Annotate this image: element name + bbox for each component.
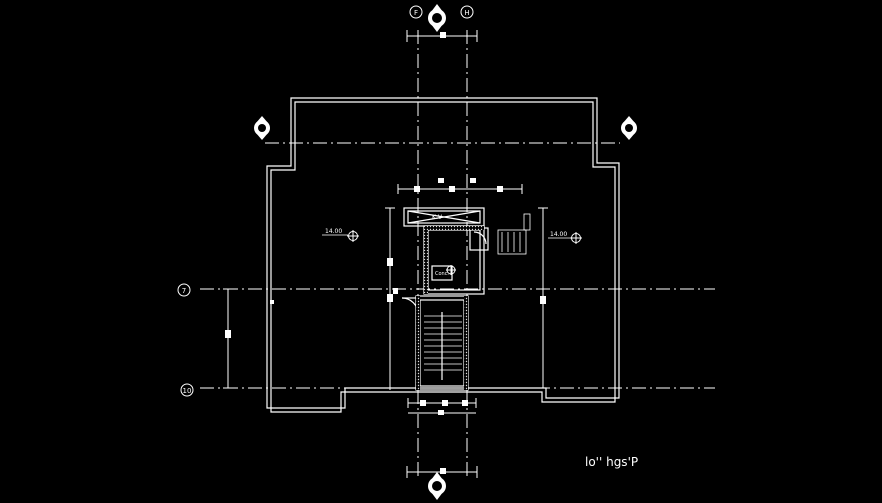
stairs	[424, 213, 531, 371]
wall-hatch-core-right	[464, 296, 468, 390]
section-marker-bottom	[428, 472, 446, 500]
shaft-label: K.V	[432, 214, 443, 221]
section-marker-left	[254, 116, 270, 140]
grid-bubble-f-label: F	[414, 9, 418, 17]
grid-bubble-10-label: 10	[183, 387, 192, 395]
level-mark-left: 14.00	[322, 228, 359, 242]
wall-hatch-left	[424, 226, 428, 294]
grid-bubble-h: H	[460, 5, 474, 19]
wall-hatch-core	[416, 296, 420, 390]
wall-hatch-top	[424, 226, 484, 230]
small-room-label: Conc.	[435, 271, 449, 277]
grid-lines	[200, 30, 715, 478]
building-outline	[266, 97, 620, 413]
grid-bubble-h-label: H	[464, 9, 469, 17]
drawing-title: lo'' hgs'P	[585, 455, 638, 469]
level-mark-right: 14.00	[548, 231, 582, 244]
grid-bubble-7: 7	[177, 283, 191, 297]
section-marker-top	[428, 4, 446, 32]
level-mark-left-text: 14.00	[325, 228, 342, 235]
level-mark-core	[446, 265, 456, 275]
section-marker-right	[621, 116, 637, 140]
dimension-ticks	[225, 32, 546, 474]
grid-bubble-10: 10	[180, 383, 194, 397]
level-mark-right-text: 14.00	[550, 231, 567, 238]
core-walls	[401, 207, 489, 391]
grid-bubble-7-label: 7	[182, 287, 186, 295]
grid-bubble-f: F	[409, 5, 423, 19]
